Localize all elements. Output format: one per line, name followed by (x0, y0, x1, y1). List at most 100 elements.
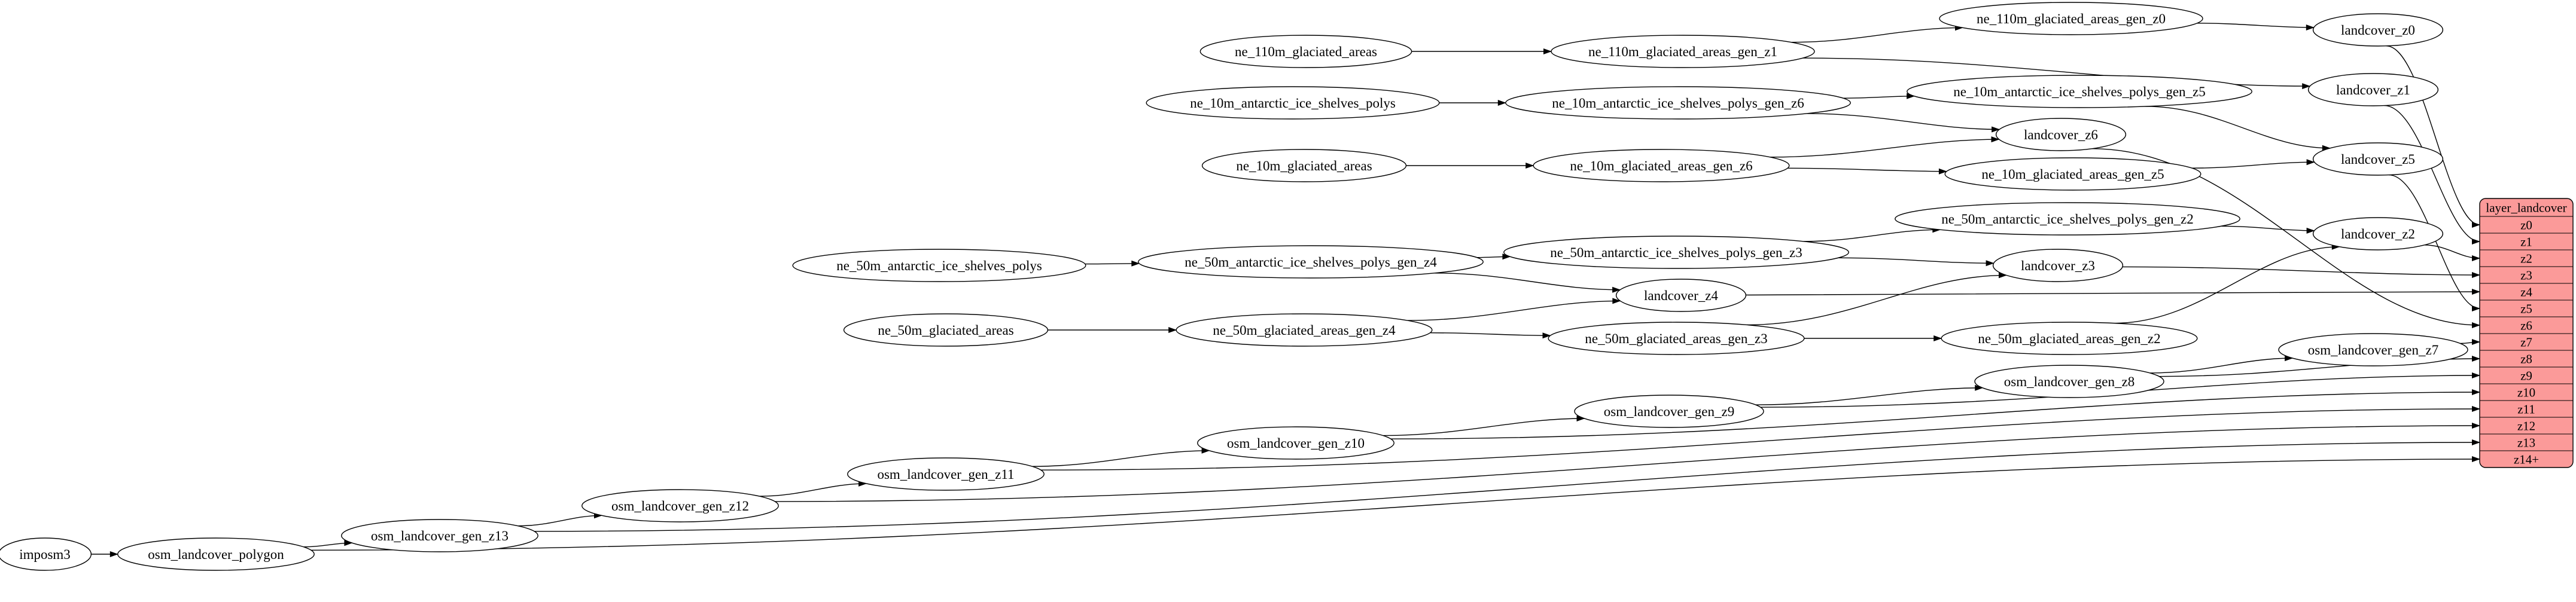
edge-osm_landcover_polygon-to-layer_landcover-z14- (311, 456, 2480, 551)
edge-osm_landcover_gen_z11-to-layer_landcover-z11 (1040, 406, 2480, 470)
edge-landcover_z6-to-layer_landcover-z6 (2091, 148, 2480, 328)
node-ne_10m_glaciated_areas_gen_z6: ne_10m_glaciated_areas_gen_z6 (1533, 149, 1790, 182)
record-row-z8: z8 (2520, 352, 2532, 366)
edge-ne_50m_glaciated_areas_gen_z2-to-landcover_z2 (2114, 243, 2340, 324)
ne_50m_glaciated_areas_gen_z2-label: ne_50m_glaciated_areas_gen_z2 (1978, 331, 2160, 346)
ne_110m_glaciated_areas_gen_z0-shape (1939, 2, 2203, 35)
node-ne_110m_glaciated_areas: ne_110m_glaciated_areas (1199, 35, 1412, 68)
osm_landcover_gen_z11-shape (847, 457, 1045, 491)
ne_110m_glaciated_areas_gen_z1-shape (1551, 35, 1815, 68)
record-row-z6: z6 (2520, 318, 2532, 332)
node-osm_landcover_gen_z10: osm_landcover_gen_z10 (1197, 426, 1394, 460)
landcover_z3-shape (1992, 249, 2124, 282)
record-row-z12: z12 (2517, 418, 2535, 433)
edge-ne_10m_antarctic_ice_shelves_polys_gen_z5-to-landcover_z5 (2145, 106, 2331, 151)
osm_landcover_gen_z9-label: osm_landcover_gen_z9 (1604, 404, 1734, 419)
node-ne_50m_glaciated_areas_gen_z3: ne_50m_glaciated_areas_gen_z3 (1548, 322, 1805, 355)
node-ne_50m_glaciated_areas_gen_z2: ne_50m_glaciated_areas_gen_z2 (1941, 322, 2198, 355)
ne_10m_glaciated_areas-shape (1201, 149, 1407, 182)
node-ne_50m_glaciated_areas_gen_z4: ne_50m_glaciated_areas_gen_z4 (1176, 313, 1433, 347)
ne_50m_glaciated_areas_gen_z2-shape (1941, 322, 2198, 355)
landcover_z2-shape (2312, 217, 2444, 250)
node-osm_landcover_polygon: osm_landcover_polygon (117, 537, 315, 571)
ne_50m_antarctic_ice_shelves_polys_gen_z2-label: ne_50m_antarctic_ice_shelves_polys_gen_z… (1941, 212, 2194, 227)
node-ne_50m_antarctic_ice_shelves_polys_gen_z4: ne_50m_antarctic_ice_shelves_polys_gen_z… (1138, 245, 1484, 279)
osm_landcover_gen_z12-label: osm_landcover_gen_z12 (611, 499, 749, 514)
ne_110m_glaciated_areas_gen_z0-label: ne_110m_glaciated_areas_gen_z0 (1977, 11, 2166, 26)
record-row-z13: z13 (2517, 435, 2535, 450)
ne_50m_glaciated_areas-shape (843, 313, 1049, 347)
osm_landcover_gen_z13-shape (341, 519, 538, 552)
ne_10m_antarctic_ice_shelves_polys_gen_z5-label: ne_10m_antarctic_ice_shelves_polys_gen_z… (1953, 84, 2206, 99)
node-ne_10m_antarctic_ice_shelves_polys_gen_z5: ne_10m_antarctic_ice_shelves_polys_gen_z… (1907, 75, 2252, 108)
record-row-z11: z11 (2517, 402, 2535, 416)
osm_landcover_gen_z7-label: osm_landcover_gen_z7 (2308, 343, 2438, 357)
node-ne_110m_glaciated_areas_gen_z0: ne_110m_glaciated_areas_gen_z0 (1939, 2, 2203, 35)
ne_50m_antarctic_ice_shelves_polys_gen_z4-label: ne_50m_antarctic_ice_shelves_polys_gen_z… (1185, 255, 1437, 270)
edge-ne_110m_glaciated_areas_gen_z1-to-ne_110m_glaciated_areas_gen_z0 (1791, 25, 1963, 43)
node-osm_landcover_gen_z13: osm_landcover_gen_z13 (341, 519, 538, 552)
record-row-z4: z4 (2520, 285, 2532, 299)
edge-ne_50m_antarctic_ice_shelves_polys_gen_z4-to-landcover_z4 (1435, 273, 1621, 293)
record-row-z14plus: z14+ (2514, 452, 2539, 466)
landcover_z1-shape (2307, 73, 2439, 106)
edge-ne_10m_antarctic_ice_shelves_polys_gen_z6-to-landcover_z6 (1807, 113, 2000, 133)
edge-landcover_z0-to-layer_landcover-z0 (2386, 45, 2480, 228)
ne_10m_glaciated_areas-label: ne_10m_glaciated_areas (1236, 158, 1372, 173)
edge-landcover_z2-to-layer_landcover-z2 (2424, 245, 2480, 261)
edge-osm_landcover_gen_z11-to-osm_landcover_gen_z10 (1032, 447, 1210, 467)
ne_50m_antarctic_ice_shelves_polys_gen_z3-shape (1503, 236, 1849, 269)
landcover_z1-label: landcover_z1 (2336, 82, 2410, 97)
edge-landcover_z4-to-layer_landcover-z4 (1746, 289, 2480, 296)
node-ne_50m_antarctic_ice_shelves_polys_gen_z3: ne_50m_antarctic_ice_shelves_polys_gen_z… (1503, 236, 1849, 269)
osm_landcover_gen_z13-label: osm_landcover_gen_z13 (371, 528, 508, 543)
node-landcover_z0: landcover_z0 (2312, 13, 2444, 47)
ne_110m_glaciated_areas-shape (1199, 35, 1412, 68)
node-ne_10m_antarctic_ice_shelves_polys_gen_z6: ne_10m_antarctic_ice_shelves_polys_gen_z… (1505, 86, 1851, 120)
ne_10m_antarctic_ice_shelves_polys_gen_z6-label: ne_10m_antarctic_ice_shelves_polys_gen_z… (1552, 96, 1804, 111)
node-osm_landcover_gen_z8: osm_landcover_gen_z8 (1974, 365, 2164, 398)
ne_10m_antarctic_ice_shelves_polys-label: ne_10m_antarctic_ice_shelves_polys (1190, 96, 1396, 111)
edge-osm_landcover_gen_z8-to-osm_landcover_gen_z7 (2149, 355, 2294, 374)
edge-ne_10m_antarctic_ice_shelves_polys_gen_z6-to-ne_10m_antarctic_ice_shelves_polys_gen_z5 (1843, 93, 1916, 99)
landcover_z4-label: landcover_z4 (1644, 288, 1718, 303)
ne_50m_glaciated_areas_gen_z3-label: ne_50m_glaciated_areas_gen_z3 (1585, 331, 1767, 346)
record-row-z7: z7 (2520, 335, 2532, 349)
node-landcover_z3: landcover_z3 (1992, 249, 2124, 282)
node-landcover_z5: landcover_z5 (2312, 142, 2444, 176)
landcover_z5-shape (2312, 142, 2444, 176)
edge-ne_50m_antarctic_ice_shelves_polys_gen_z4-to-ne_50m_antarctic_ice_shelves_polys_gen_z3 (1476, 253, 1511, 260)
record-row-z0: z0 (2520, 218, 2532, 232)
edge-ne_50m_antarctic_ice_shelves_polys_gen_z3-to-landcover_z3 (1838, 257, 1995, 267)
ne_50m_glaciated_areas_gen_z4-label: ne_50m_glaciated_areas_gen_z4 (1213, 323, 1396, 338)
edge-osm_landcover_gen_z10-to-osm_landcover_gen_z9 (1383, 415, 1585, 436)
node-ne_50m_antarctic_ice_shelves_polys: ne_50m_antarctic_ice_shelves_polys (792, 249, 1086, 282)
edge-ne_50m_glaciated_areas_gen_z3-to-landcover_z3 (1746, 272, 2007, 326)
edge-osm_landcover_polygon-to-osm_landcover_gen_z13 (303, 540, 353, 548)
imposm3-label: imposm3 (19, 547, 71, 562)
node-landcover_z2: landcover_z2 (2312, 217, 2444, 250)
edge-ne_50m_antarctic_ice_shelves_polys_gen_z2-to-landcover_z2 (2221, 225, 2315, 234)
osm_landcover_gen_z9-shape (1574, 395, 1764, 428)
record-row-z10: z10 (2517, 385, 2535, 399)
node-imposm3: imposm3 (0, 537, 92, 571)
ne_50m_antarctic_ice_shelves_polys_gen_z2-shape (1895, 202, 2240, 236)
node-osm_landcover_gen_z9: osm_landcover_gen_z9 (1574, 395, 1764, 428)
edge-osm_landcover_gen_z12-to-osm_landcover_gen_z11 (759, 480, 867, 497)
edge-osm_landcover_gen_z12-to-layer_landcover-z12 (775, 423, 2480, 502)
record-row-z2: z2 (2520, 251, 2532, 265)
ne_50m_glaciated_areas_gen_z3-shape (1548, 322, 1805, 355)
edge-ne_10m_glaciated_areas_gen_z5-to-landcover_z5 (2192, 159, 2315, 169)
edge-landcover_z3-to-layer_landcover-z3 (2122, 266, 2480, 278)
edge-ne_50m_glaciated_areas_gen_z4-to-ne_50m_glaciated_areas_gen_z3 (1430, 332, 1551, 339)
osm_landcover_gen_z8-label: osm_landcover_gen_z8 (2004, 374, 2135, 389)
ne_10m_glaciated_areas_gen_z5-shape (1944, 157, 2202, 191)
landcover_z4-shape (1615, 279, 1747, 312)
node-ne_10m_glaciated_areas: ne_10m_glaciated_areas (1201, 149, 1407, 182)
edge-osm_landcover_gen_z7-to-layer_landcover-z7 (2460, 339, 2480, 346)
node-ne_10m_antarctic_ice_shelves_polys: ne_10m_antarctic_ice_shelves_polys (1146, 86, 1440, 120)
node-ne_50m_glaciated_areas: ne_50m_glaciated_areas (843, 313, 1049, 347)
ne_110m_glaciated_areas_gen_z1-label: ne_110m_glaciated_areas_gen_z1 (1588, 44, 1777, 59)
